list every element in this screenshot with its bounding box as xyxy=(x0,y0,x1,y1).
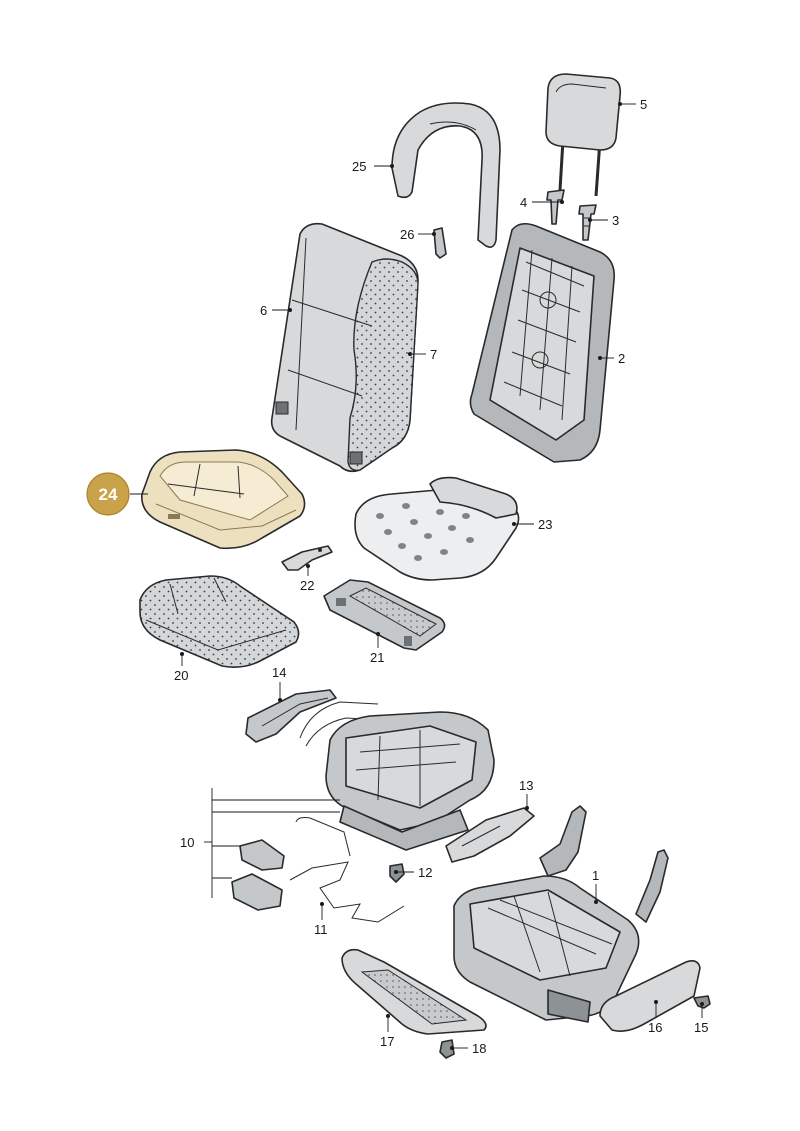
part-seat-cushion-cover-24 xyxy=(141,449,306,550)
part-fastener-18 xyxy=(439,1039,455,1059)
callout-21[interactable]: 21 xyxy=(370,650,384,665)
callout-6[interactable]: 6 xyxy=(260,303,267,318)
part-trim-13 xyxy=(445,807,535,863)
part-seat-frame-1 xyxy=(453,805,669,1023)
callout-3[interactable]: 3 xyxy=(612,213,619,228)
callout-14[interactable]: 14 xyxy=(272,665,286,680)
part-backrest-cover xyxy=(270,222,419,473)
callout-10[interactable]: 10 xyxy=(180,835,194,850)
callout-labels: 5 4 3 25 26 6 7 2 23 22 20 21 14 10 12 1… xyxy=(174,97,708,1056)
part-clip-26 xyxy=(433,227,447,259)
highlight-badge-label: 24 xyxy=(99,485,118,504)
callout-20[interactable]: 20 xyxy=(174,668,188,683)
leader-lines xyxy=(130,102,704,1050)
callout-23[interactable]: 23 xyxy=(538,517,552,532)
callout-17[interactable]: 17 xyxy=(380,1034,394,1049)
callout-11[interactable]: 11 xyxy=(314,922,328,937)
part-group-10 xyxy=(231,817,351,911)
part-trim-cover-25 xyxy=(391,102,501,248)
callout-13[interactable]: 13 xyxy=(519,778,533,793)
callout-25[interactable]: 25 xyxy=(352,159,366,174)
highlight-badge[interactable]: 24 xyxy=(86,472,130,516)
part-lower-trim-17 xyxy=(341,948,487,1035)
part-trim-14 xyxy=(245,689,337,743)
callout-12[interactable]: 12 xyxy=(418,865,432,880)
part-seat-cover-20 xyxy=(139,575,300,668)
callout-18[interactable]: 18 xyxy=(472,1041,486,1056)
callout-15[interactable]: 15 xyxy=(694,1020,708,1035)
part-side-cover-16 xyxy=(599,960,701,1032)
part-seat-frame-upper xyxy=(299,701,495,851)
callout-22[interactable]: 22 xyxy=(300,578,314,593)
callout-26[interactable]: 26 xyxy=(400,227,414,242)
part-headrest-guide-3 xyxy=(578,204,597,241)
part-side-trim-21 xyxy=(323,579,446,651)
part-backrest-frame xyxy=(469,222,616,463)
part-wire-11 xyxy=(289,861,405,923)
callout-4[interactable]: 4 xyxy=(520,195,527,210)
callout-2[interactable]: 2 xyxy=(618,351,625,366)
callout-5[interactable]: 5 xyxy=(640,97,647,112)
callout-1[interactable]: 1 xyxy=(592,868,599,883)
part-headrest xyxy=(545,73,622,197)
part-seat-foam-23 xyxy=(354,476,520,581)
callout-7[interactable]: 7 xyxy=(430,347,437,362)
part-clip-22 xyxy=(281,545,333,571)
part-headrest-guide-4 xyxy=(546,189,565,225)
callout-16[interactable]: 16 xyxy=(648,1020,662,1035)
